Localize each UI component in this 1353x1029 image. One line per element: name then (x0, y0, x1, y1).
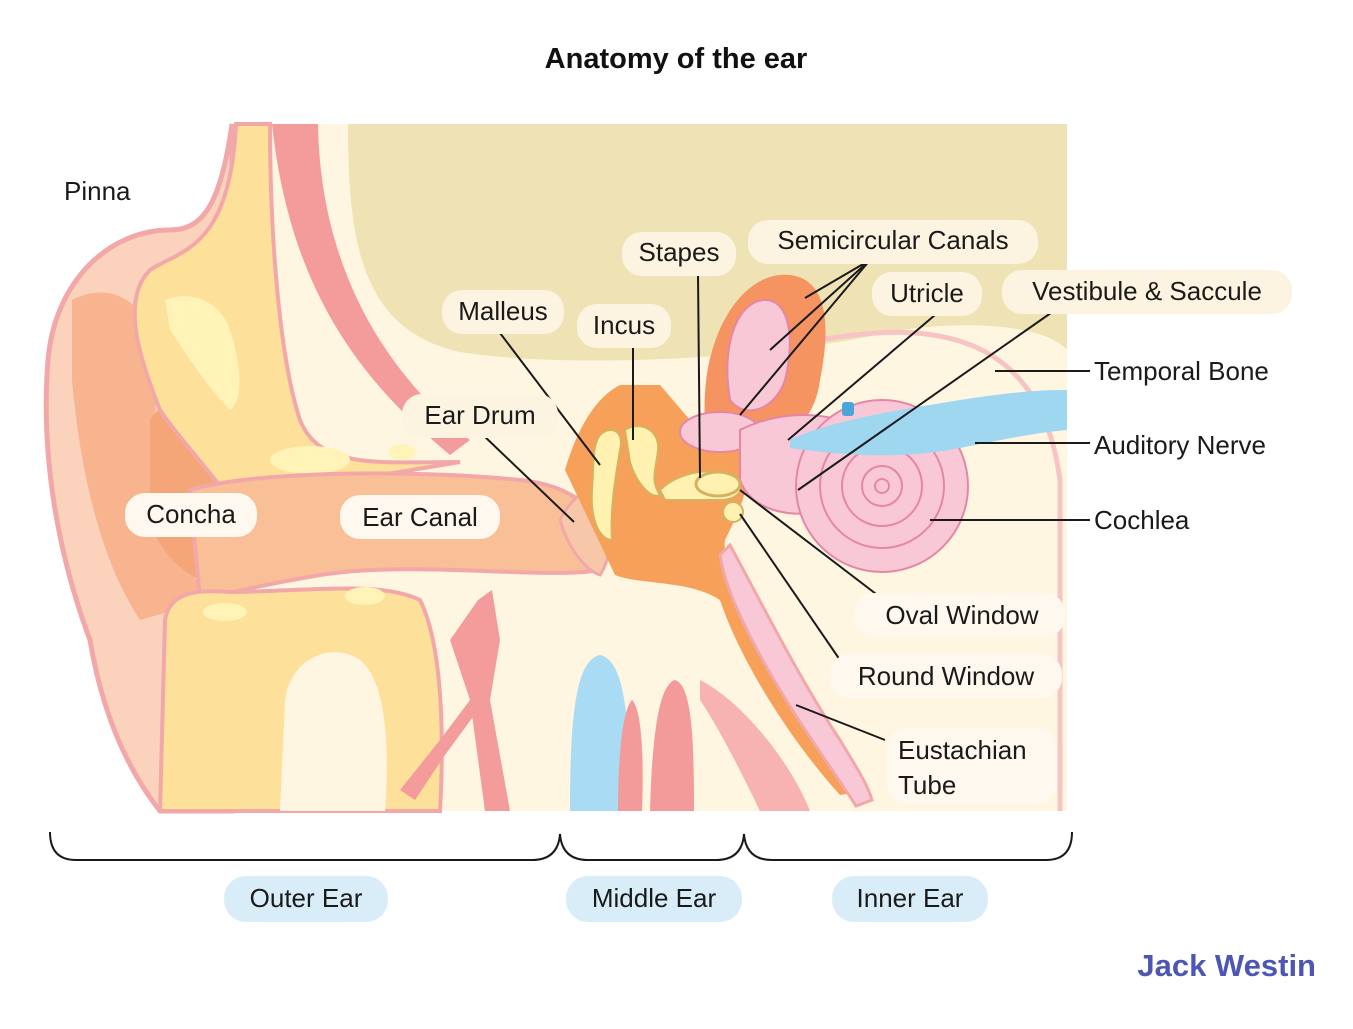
bracket-outer-ear (49, 831, 561, 861)
nerve-cap (842, 402, 854, 416)
label-pill-malleus (442, 290, 564, 334)
oval-window-shape (694, 470, 742, 498)
stapes-bone (658, 470, 743, 502)
bracket-middle-ear (559, 833, 745, 861)
section-pill-inner (832, 876, 988, 922)
label-eustachian-line1: Eustachian (898, 735, 1027, 765)
label-round-window: Round Window (858, 661, 1035, 691)
label-pill-utricle (872, 272, 982, 316)
label-pill-ear-drum (402, 394, 558, 438)
section-middle-ear: Middle Ear (592, 883, 717, 913)
bracket-inner-ear (743, 831, 1073, 861)
label-oval-window: Oval Window (885, 600, 1038, 630)
brand-logo-text: Jack Westin (1137, 948, 1316, 983)
label-pill-round-window (830, 654, 1062, 698)
artery-shape-2 (618, 700, 643, 811)
label-concha: Concha (146, 499, 236, 529)
diagram-title: Anatomy of the ear (545, 43, 808, 75)
label-pill-incus (577, 304, 671, 348)
section-pill-outer (224, 876, 388, 922)
label-stapes: Stapes (639, 237, 720, 267)
semicircular-loop-inner (726, 298, 791, 412)
lower-cartilage-gap (280, 652, 387, 811)
outer-cartilage (132, 122, 461, 503)
label-auditory-nerve: Auditory Nerve (1094, 430, 1266, 460)
cartilage-spot (270, 446, 350, 474)
label-pill-oval-window (855, 593, 1065, 637)
label-incus: Incus (593, 310, 655, 340)
label-eustachian-line2: Tube (898, 770, 956, 800)
label-malleus: Malleus (458, 296, 548, 326)
lower-cartilage-spot-2 (345, 587, 385, 605)
label-ear-canal: Ear Canal (362, 502, 478, 532)
muscle-band (272, 124, 470, 455)
round-window-shape (722, 501, 744, 523)
incus-bone (623, 425, 662, 497)
pinna-inner-fold (72, 292, 210, 620)
eustachian-tube-shape (718, 542, 874, 808)
nerve-branch-left (400, 700, 478, 800)
label-pill-semicircular-canals (748, 220, 1038, 264)
malleus-bone (590, 429, 622, 542)
label-cochlea: Cochlea (1094, 505, 1190, 535)
label-semicircular-canals: Semicircular Canals (777, 225, 1008, 255)
label-pill-ear-canal (340, 495, 500, 539)
artery-shape (650, 680, 694, 811)
cartilage-highlight (165, 296, 240, 410)
label-utricle: Utricle (890, 278, 964, 308)
label-ear-drum: Ear Drum (424, 400, 535, 430)
section-pill-middle (566, 876, 742, 922)
cartilage-spot-small (388, 444, 416, 460)
label-pinna: Pinna (64, 176, 131, 206)
label-temporal-bone: Temporal Bone (1094, 356, 1269, 386)
section-brackets: Outer Ear Middle Ear Inner Ear (49, 831, 1073, 922)
label-pill-stapes (622, 232, 736, 276)
vein-shape (570, 655, 630, 811)
label-vestibule-saccule: Vestibule & Saccule (1032, 276, 1262, 306)
muscle-lower (700, 680, 810, 811)
label-pill-vestibule (1002, 270, 1292, 314)
diagram-labels: Pinna Concha Ear Canal Ear Drum Malleus … (64, 176, 1292, 804)
label-pill-concha (125, 493, 257, 537)
label-pill-eustachian (887, 728, 1057, 804)
nerve-branch (450, 590, 510, 811)
lower-cartilage-spot (203, 603, 247, 621)
section-inner-ear: Inner Ear (857, 883, 964, 913)
auditory-nerve-shape (790, 390, 1067, 456)
section-outer-ear: Outer Ear (250, 883, 363, 913)
